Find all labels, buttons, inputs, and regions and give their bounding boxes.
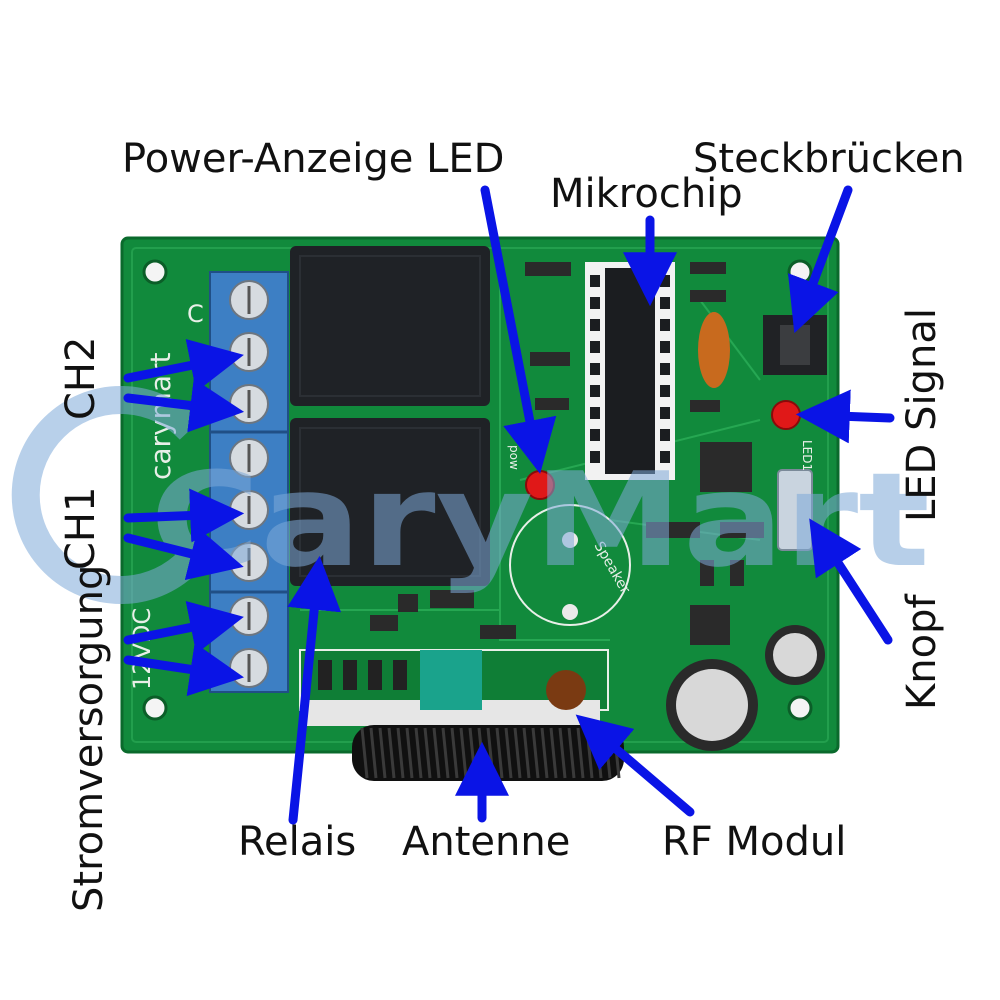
chip-pin [660,451,670,463]
chip-pin [590,451,600,463]
chip-pin [660,407,670,419]
coil-turn [531,727,540,779]
speaker-outline [509,504,631,626]
chip-pin [590,385,600,397]
chip-pin [660,319,670,331]
coil-turn [432,727,441,779]
arrow-knopf [809,518,893,645]
dc-silkscreen: 12VDC [128,608,156,690]
arrow-rf-modul [575,714,695,817]
label-antenne: Antenne [402,819,570,865]
coil-turn [396,727,405,779]
arrow-ch1-b [123,527,244,581]
ceramic-capacitor [698,312,730,388]
arrow-power-led [480,185,557,474]
antenna-component [352,725,624,781]
chip-pin [590,297,600,309]
coil-turn [558,727,567,779]
label-steckbruecken: Steckbrücken [693,136,965,182]
chip-pin [660,363,670,375]
relay-components [290,246,490,586]
coil-turn [387,727,396,779]
label-knopf: Knopf [899,594,945,710]
label-power-led: Power-Anzeige LED [122,136,504,182]
coil-turn [405,727,414,779]
label-mikrochip: Mikrochip [550,171,743,217]
arrow-ch1-a [123,488,245,543]
coil-turn [414,727,423,779]
chip-pin [590,429,600,441]
coil-turn [441,727,450,779]
coil-turn [423,727,432,779]
terminal-c-silkscreen: C [187,300,204,328]
led-signal-component [771,400,801,430]
label-relais: Relais [238,819,356,865]
arrow-ch2-b [123,378,245,433]
coil-turn [369,727,378,779]
chip-pin [660,429,670,441]
arrow-steckbruecken [787,185,853,334]
coil-turn [567,727,576,779]
coil-turn [540,727,549,779]
label-stromversorgung: Stromversorgung [66,565,112,912]
coil-turn [378,727,387,779]
annotation-arrows [123,185,895,825]
chip-pin [590,275,600,287]
chip-pin [660,385,670,397]
coil-turn [522,727,531,779]
label-led-signal: LED Signal [899,308,945,522]
chip-pin [660,275,670,287]
chip-pin [590,341,600,353]
smd-components [370,262,764,645]
speaker-pad [562,532,578,548]
coil-turn [549,727,558,779]
chip-pin [660,341,670,353]
chip-pin [590,319,600,331]
label-rf-modul: RF Modul [662,819,846,865]
button-component [777,469,813,551]
speaker-pad [562,604,578,620]
led1-silkscreen: LED1 [800,440,814,471]
chip-pin [590,363,600,375]
annotation-labels: Power-Anzeige LED Mikrochip Steckbrücken… [58,136,965,912]
jumper-component [763,315,827,375]
chip-pin [660,297,670,309]
label-ch1: CH1 [58,487,104,570]
arrow-relais [287,555,342,825]
arrow-led-signal [795,389,895,444]
arrow-ch2-a [123,338,244,392]
chip-pin [590,407,600,419]
arrow-strom-a [123,600,244,654]
rf-module-component [299,649,609,726]
coil-turn [513,727,522,779]
coil-turn [360,727,369,779]
label-ch2: CH2 [58,337,104,420]
arrow-strom-b [123,642,245,697]
electrolytic-capacitors [666,625,825,751]
watermark-text: CaryMart [150,444,930,596]
